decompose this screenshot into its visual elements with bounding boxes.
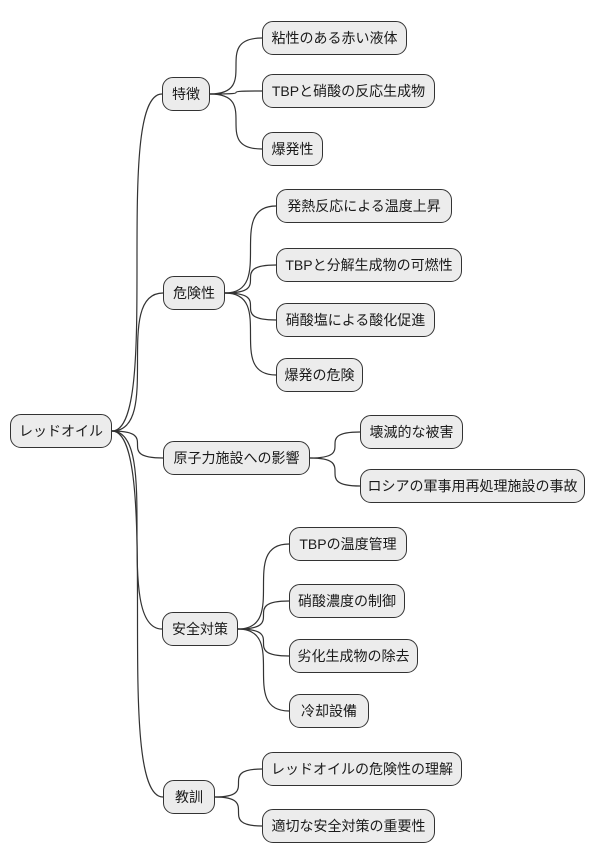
node-cooling-equipment: 冷却設備 <box>289 694 369 728</box>
node-degradation-removal: 劣化生成物の除去 <box>289 639 418 673</box>
node-red-oil: レッドオイル <box>10 414 112 448</box>
node-viscous-red-liquid: 粘性のある赤い液体 <box>262 21 407 55</box>
edge-node-russia-reprocessing-accident <box>309 457 361 487</box>
edge-node-exothermic-temp-rise <box>224 205 277 294</box>
node-russia-reprocessing-accident: ロシアの軍事用再処理施設の事故 <box>360 469 585 503</box>
edge-node-hazards <box>111 292 164 432</box>
node-features: 特徴 <box>162 77 210 111</box>
edge-node-safety-measures <box>111 430 163 630</box>
node-nitrate-oxidation: 硝酸塩による酸化促進 <box>276 303 435 337</box>
node-explosiveness: 爆発性 <box>262 132 323 166</box>
node-understand-red-oil-hazards: レッドオイルの危険性の理解 <box>262 752 462 786</box>
edge-node-tbp-nitric-reaction-product <box>209 90 263 95</box>
node-catastrophic-damage: 壊滅的な被害 <box>360 415 463 449</box>
edge-node-understand-red-oil-hazards <box>214 768 263 798</box>
node-exothermic-temp-rise: 発熱反応による温度上昇 <box>276 189 452 223</box>
edge-node-features <box>111 93 163 432</box>
edge-node-degradation-removal <box>237 628 290 657</box>
edge-node-importance-of-safety <box>214 796 263 827</box>
node-explosion-risk: 爆発の危険 <box>276 358 363 392</box>
edge-node-tbp-decomposition-flammability <box>224 264 277 294</box>
node-nitric-concentration-control: 硝酸濃度の制御 <box>289 584 405 618</box>
node-tbp-temp-control: TBPの温度管理 <box>289 527 407 561</box>
node-nuclear-impact: 原子力施設への影響 <box>163 441 310 475</box>
edge-node-viscous-red-liquid <box>209 37 263 95</box>
edge-node-nitric-concentration-control <box>237 600 290 630</box>
edge-node-explosiveness <box>209 93 263 150</box>
node-tbp-decomposition-flammability: TBPと分解生成物の可燃性 <box>276 248 462 282</box>
edge-node-tbp-temp-control <box>237 543 290 630</box>
node-hazards: 危険性 <box>163 276 225 310</box>
node-safety-measures: 安全対策 <box>162 612 238 646</box>
edge-node-explosion-risk <box>224 292 277 376</box>
edge-node-nuclear-impact <box>111 430 164 459</box>
edge-node-catastrophic-damage <box>309 431 361 459</box>
node-importance-of-safety: 適切な安全対策の重要性 <box>262 809 435 843</box>
edge-node-cooling-equipment <box>237 628 290 712</box>
edge-node-lessons <box>111 430 164 798</box>
edge-node-nitrate-oxidation <box>224 292 277 321</box>
node-tbp-nitric-reaction-product: TBPと硝酸の反応生成物 <box>262 74 435 108</box>
node-lessons: 教訓 <box>163 780 215 814</box>
